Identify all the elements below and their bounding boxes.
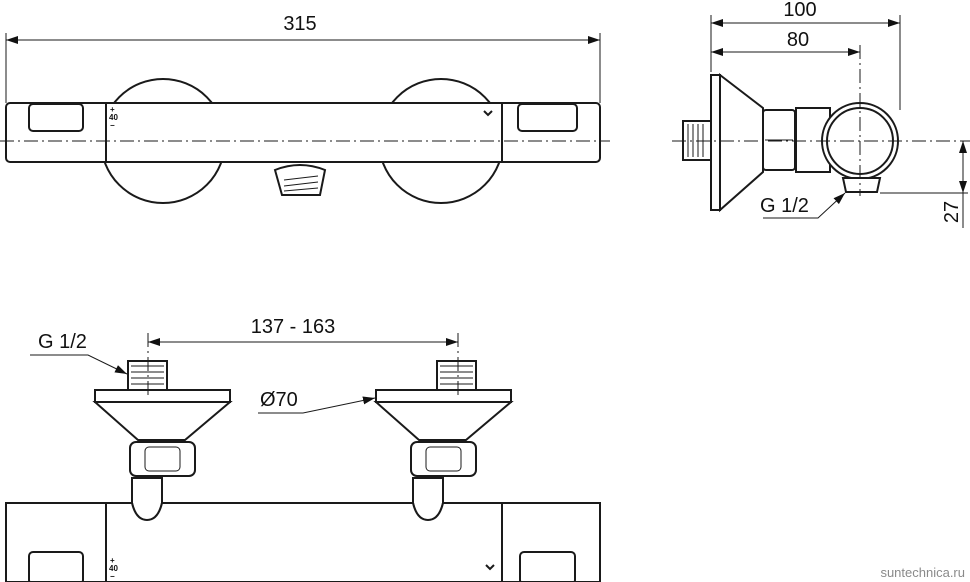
temp-mark: 40 [109, 113, 118, 122]
thread-label-front: G 1/2 [38, 331, 87, 353]
dim-depth-axis: 80 [787, 29, 809, 51]
dim-depth-total: 100 [783, 0, 816, 21]
temp-mark-front: 40 [109, 564, 118, 573]
mixer-body-front [5, 502, 601, 582]
left-handle-recess [28, 103, 84, 132]
plus-mark: + [110, 105, 115, 114]
minus-mark-front: − [110, 572, 115, 581]
right-inlet [373, 360, 514, 522]
thread-label-side: G 1/2 [760, 195, 809, 217]
side-flange [710, 74, 721, 211]
side-outlet-nut [841, 177, 882, 193]
dim-outlet-height: 27 [941, 201, 963, 223]
dim-flange-diameter: Ø70 [260, 389, 298, 411]
top-view: + 40 − 315 [0, 13, 610, 204]
minus-mark: − [110, 121, 115, 130]
watermark: suntechnica.ru [880, 565, 965, 580]
side-view: 100 80 27 G 1/2 [672, 0, 970, 228]
right-handle-recess [517, 103, 578, 132]
mixer-body-top [5, 102, 601, 163]
outlet-nut-top [273, 164, 327, 196]
chevron-mark [483, 110, 493, 117]
dim-overall-length: 315 [283, 13, 316, 35]
plus-mark-front: + [110, 556, 115, 565]
right-handle-front [519, 551, 576, 582]
left-handle-front [28, 551, 84, 582]
left-inlet [92, 360, 233, 522]
dim-inlet-spacing: 137 - 163 [251, 316, 336, 338]
front-view: + 40 − 137 - 163 G 1/2 Ø70 [5, 316, 601, 582]
